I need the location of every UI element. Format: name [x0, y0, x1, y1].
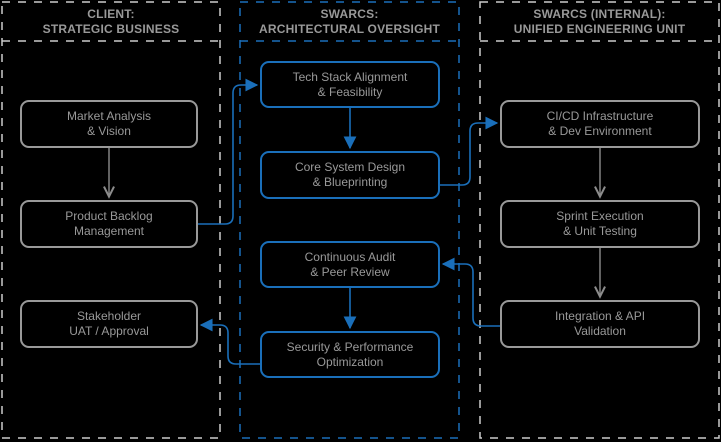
node-label-line: & Unit Testing — [563, 224, 637, 238]
node-stakeholder-uat: Stakeholder UAT / Approval — [20, 300, 198, 348]
lane-client — [1, 1, 221, 439]
lane-title-line: CLIENT: — [87, 7, 135, 21]
lane-title-line: ARCHITECTURAL OVERSIGHT — [258, 22, 441, 36]
node-label-line: & Dev Environment — [548, 124, 652, 138]
node-label-line: & Blueprinting — [312, 175, 388, 189]
node-label-line: Validation — [574, 324, 626, 338]
connector-backlog-to-techstack — [198, 78, 259, 225]
lane-title-internal: SWARCS (INTERNAL): UNIFIED ENGINEERING U… — [480, 5, 719, 39]
node-sprint-execution: Sprint Execution & Unit Testing — [500, 200, 700, 248]
lane-internal — [479, 1, 720, 439]
node-cicd-infrastructure: CI/CD Infrastructure & Dev Environment — [500, 100, 700, 148]
node-product-backlog: Product Backlog Management — [20, 200, 198, 248]
node-label-line: Market Analysis — [66, 109, 152, 123]
node-label-line: Optimization — [316, 354, 384, 369]
node-label-line: Core System Design — [294, 160, 406, 174]
lane-title-swarcs: SWARCS: ARCHITECTURAL OVERSIGHT — [240, 5, 459, 39]
lane-title-line: STRATEGIC BUSINESS — [42, 22, 180, 36]
node-integration-api: Integration & API Validation — [500, 300, 700, 348]
lane-swarcs — [239, 1, 460, 439]
node-tech-stack-alignment: Tech Stack Alignment & Feasibility — [260, 61, 440, 108]
node-label-line: CI/CD Infrastructure — [546, 109, 654, 123]
connector-integration-to-audit — [441, 257, 500, 327]
connector-security-to-stakeholder — [199, 318, 260, 365]
node-label-line: & Feasibility — [317, 84, 383, 99]
node-label-line: Management — [73, 224, 145, 238]
lane-title-line: SWARCS: — [320, 7, 379, 21]
node-label-line: & Peer Review — [310, 264, 390, 279]
lane-title-line: UNIFIED ENGINEERING UNIT — [513, 22, 686, 36]
node-label-line: Integration & API — [554, 309, 646, 323]
lane-title-client: CLIENT: STRATEGIC BUSINESS — [2, 5, 220, 39]
lane-title-line: SWARCS (INTERNAL): — [533, 7, 666, 21]
node-label-line: Continuous Audit — [304, 249, 396, 264]
node-label-line: UAT / Approval — [69, 324, 149, 338]
node-continuous-audit: Continuous Audit & Peer Review — [260, 241, 440, 288]
connector-coredesign-to-cicd — [440, 116, 499, 186]
node-market-analysis: Market Analysis & Vision — [20, 100, 198, 148]
node-label-line: Stakeholder — [76, 309, 142, 323]
node-core-system-design: Core System Design & Blueprinting — [260, 151, 440, 199]
node-label-line: & Vision — [87, 124, 131, 138]
node-label-line: Sprint Execution — [556, 209, 644, 223]
node-label-line: Security & Performance — [286, 339, 414, 354]
node-label-line: Product Backlog — [65, 209, 153, 223]
node-label-line: Tech Stack Alignment — [292, 69, 408, 84]
node-security-performance: Security & Performance Optimization — [260, 331, 440, 378]
